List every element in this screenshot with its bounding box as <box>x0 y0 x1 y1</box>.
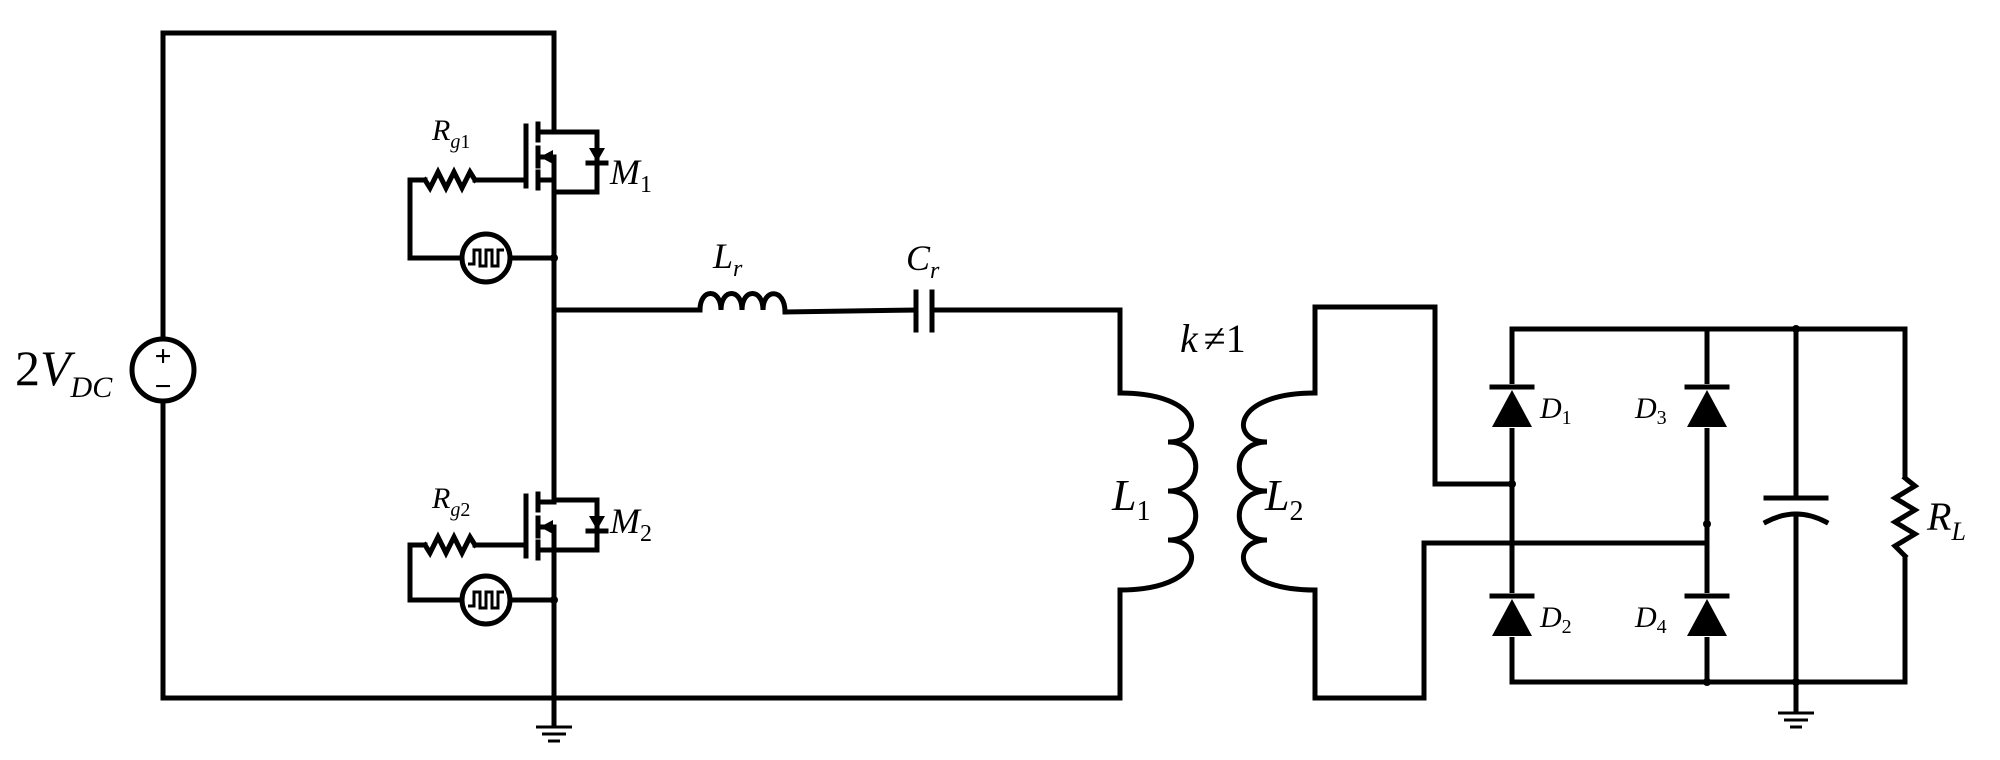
l2-label: L2 <box>1264 471 1303 527</box>
junction-dot <box>1792 325 1800 333</box>
mosfet-m2 <box>523 491 609 561</box>
d2-label: D2 <box>1539 601 1572 638</box>
d1-label: D1 <box>1539 392 1572 429</box>
rg1-label: Rg1 <box>431 114 470 153</box>
diode-d1 <box>1489 384 1535 428</box>
m2-label: M2 <box>609 501 652 547</box>
capacitor-cr <box>913 289 935 333</box>
square-wave-icon <box>468 590 504 610</box>
coupling-label: k≠1 <box>1180 316 1246 361</box>
m2-symbol: M <box>609 501 642 541</box>
lr-symbol: L <box>712 236 733 276</box>
d4-label: D4 <box>1634 601 1667 638</box>
m1-symbol: M <box>609 152 642 192</box>
mosfet-m1 <box>523 117 609 195</box>
l2-subscript: 2 <box>1289 496 1303 527</box>
rg2-subscript: g <box>450 499 460 521</box>
rg1-symbol: R <box>431 114 450 147</box>
d2-symbol: D <box>1539 601 1562 634</box>
diode-d4 <box>1684 593 1730 637</box>
l2-symbol: L <box>1264 471 1289 520</box>
cr-label: Cr <box>906 238 940 284</box>
junction-dot <box>550 596 558 604</box>
secondary-coil-l2 <box>1236 390 1318 593</box>
coupling-symbol: k <box>1180 316 1199 361</box>
d1-subscript: 1 <box>1562 407 1572 429</box>
l1-subscript: 1 <box>1136 496 1150 527</box>
inductor-lr <box>697 291 788 315</box>
lr-label: Lr <box>712 236 743 282</box>
source-plus-sign: + <box>154 340 171 373</box>
m1-label: M1 <box>609 152 652 198</box>
d3-label: D3 <box>1634 392 1667 429</box>
rg1-subscript-num: 1 <box>460 131 470 153</box>
d4-subscript: 4 <box>1657 616 1667 638</box>
rg2-subscript-num: 2 <box>460 499 470 521</box>
rg2-symbol: R <box>431 482 450 515</box>
d2-subscript: 2 <box>1562 616 1572 638</box>
d3-symbol: D <box>1634 392 1657 425</box>
secondary-wires <box>1312 304 1908 701</box>
d4-symbol: D <box>1634 601 1657 634</box>
d1-symbol: D <box>1539 392 1562 425</box>
diode-d2 <box>1489 593 1535 637</box>
gate-drive-m1 <box>407 166 558 285</box>
junction-dot <box>550 254 558 262</box>
rg1-subscript: g <box>450 131 460 153</box>
l1-label: L1 <box>1111 471 1150 527</box>
cr-subscript: r <box>930 258 940 284</box>
ground-icon <box>1778 679 1814 729</box>
source-symbol: V <box>40 340 76 396</box>
source-label: 2VDC <box>15 340 113 404</box>
dc-source: + − <box>129 336 197 404</box>
m2-subscript: 2 <box>640 521 652 547</box>
load-resistor <box>1890 474 1920 560</box>
d3-subscript: 3 <box>1657 407 1667 429</box>
l1-symbol: L <box>1111 471 1136 520</box>
square-wave-icon <box>468 248 504 268</box>
rg2-label: Rg2 <box>431 482 470 521</box>
output-capacitor <box>1762 325 1830 685</box>
main-wires <box>160 30 1123 715</box>
source-coeff: 2 <box>15 340 40 396</box>
diode-d3 <box>1684 384 1730 428</box>
source-minus-sign: − <box>154 370 171 403</box>
rl-subscript: L <box>1950 517 1965 546</box>
m1-subscript: 1 <box>640 172 652 198</box>
ground-icon <box>536 709 572 743</box>
junction-dot <box>1703 678 1711 686</box>
junction-dot <box>1508 480 1516 488</box>
primary-coil-l1 <box>1117 390 1199 593</box>
junction-dot <box>1703 520 1711 528</box>
lr-subscript: r <box>733 256 743 282</box>
gate-drive-m2 <box>407 531 558 627</box>
rl-symbol: R <box>1926 494 1951 539</box>
source-subscript: DC <box>70 371 114 404</box>
coupling-relation: ≠1 <box>1204 316 1246 361</box>
rl-label: RL <box>1926 494 1966 546</box>
cr-symbol: C <box>906 238 931 278</box>
